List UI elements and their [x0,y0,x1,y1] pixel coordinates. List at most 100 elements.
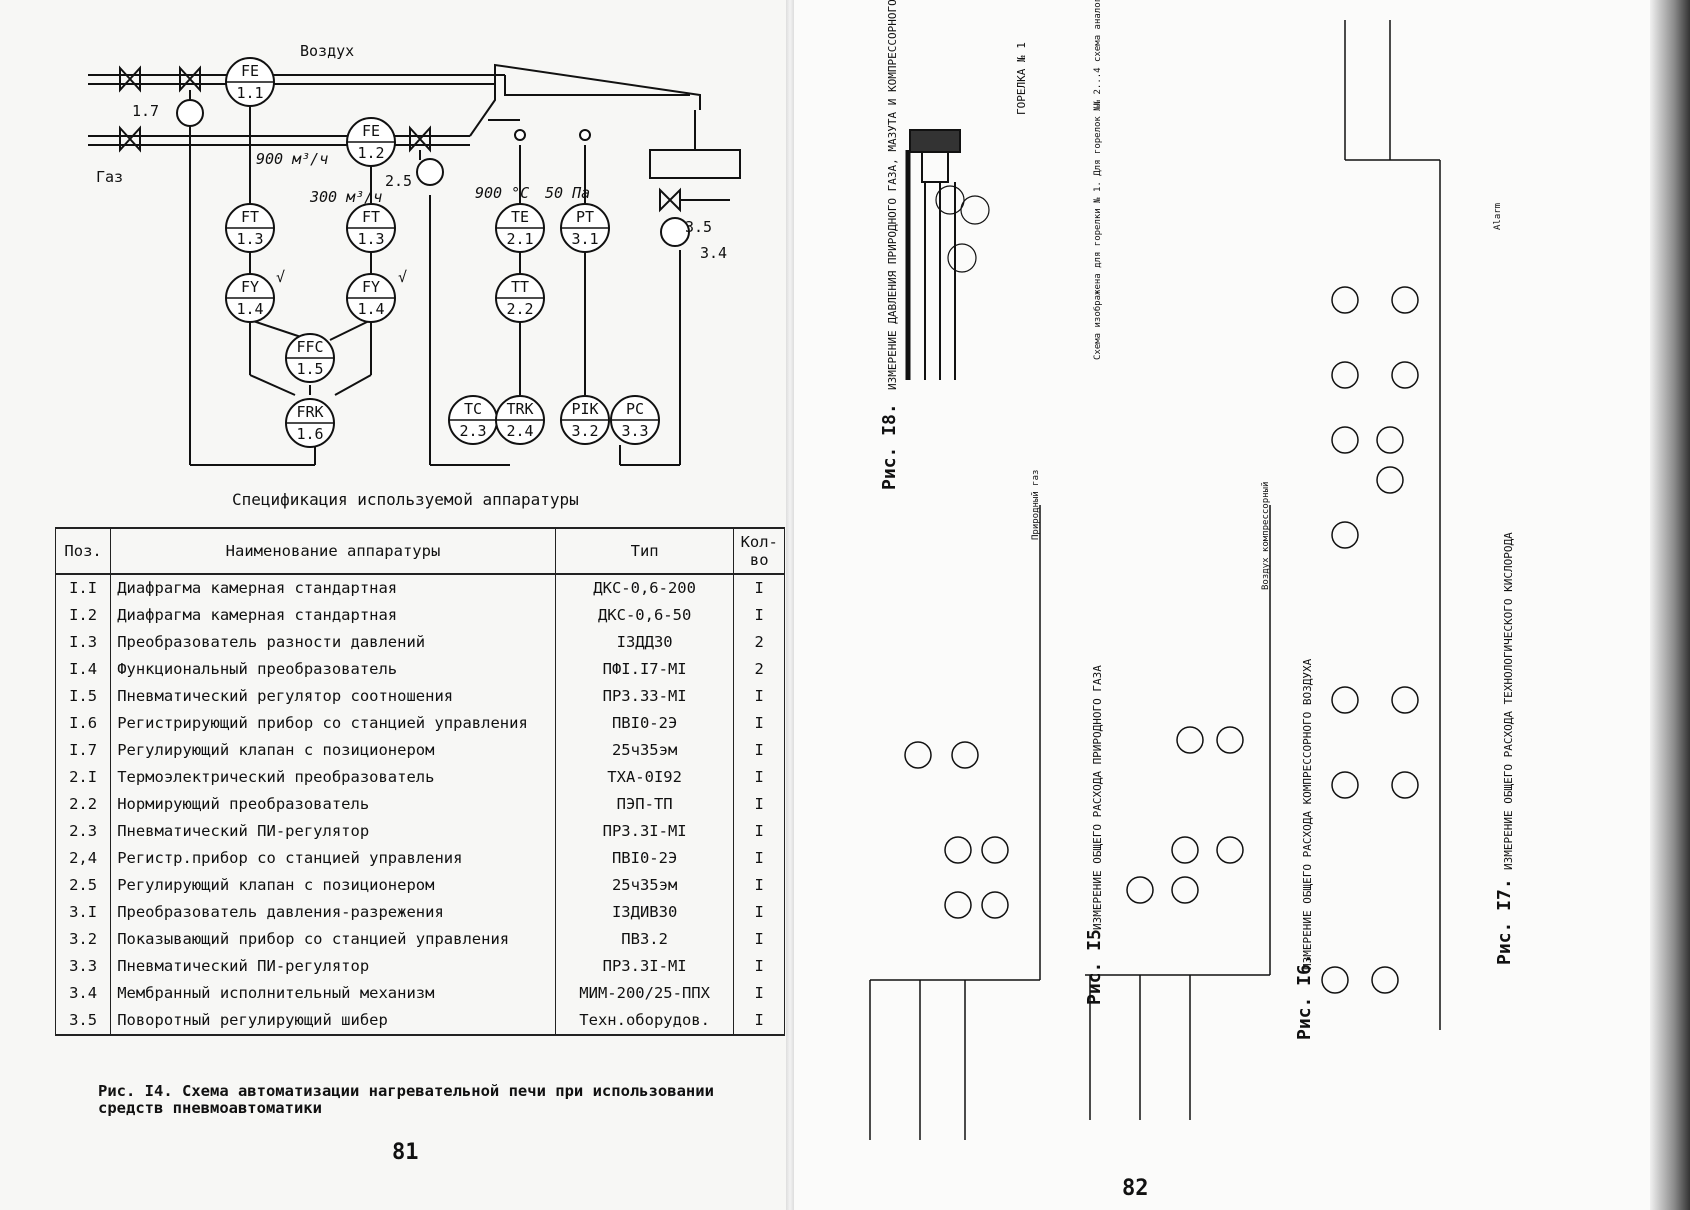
row-qty: I [733,791,785,818]
row-pos: 3.I [54,899,112,926]
sqrt-mark-a: √ [276,268,285,286]
row-type: ДКС-0,6-200 [554,574,735,602]
label-valve-17: 1.7 [132,102,159,120]
label-valve-25: 2.5 [385,172,412,190]
label-temp-900: 900 °С [475,184,529,202]
inst-tt22-num: 2.2 [506,300,533,318]
inst-fy14b-code: FY [362,278,380,296]
row-qty: I [733,845,785,872]
row-name: Регулирующий клапан с позиционером [110,872,556,899]
fig17-heading: ИЗМЕРЕНИЕ ОБЩЕГО РАСХОДА ТЕХНОЛОГИЧЕСКОГ… [1502,532,1515,870]
inst-pc33-code: PC [626,400,644,418]
spec-table: Поз. Наименование аппаратуры Тип Кол-во … [54,527,785,1036]
row-pos: 2.2 [54,791,112,818]
row-type: ПФI.I7-MI [554,656,735,683]
row-pos: 3.2 [54,926,112,953]
inst-fe11-num: 1.1 [236,84,263,102]
inst-ft13b-num: 1.3 [357,230,384,248]
fig18-heading: ИЗМЕРЕНИЕ ДАВЛЕНИЯ ПРИРОДНОГО ГАЗА, МАЗУ… [886,0,899,390]
fig18-title: Рис. I8. [879,403,900,490]
col-type: Тип [554,527,735,575]
row-qty: I [733,574,785,602]
fig16-line: Воздух компрессорный [1261,482,1271,590]
row-type: I3ДИВ30 [554,899,735,926]
row-type: ПР3.3I-MI [554,818,735,845]
inst-pc33-num: 3.3 [621,422,648,440]
inst-ffc15-num: 1.5 [296,360,323,378]
col-qty: Кол-во [733,527,785,575]
row-name: Показывающий прибор со станцией управлен… [110,926,556,953]
sqrt-mark-b: √ [398,268,407,286]
inst-fe12-code: FE [362,122,380,140]
row-qty: 2 [733,656,785,683]
row-name: Пневматический ПИ-регулятор [110,953,556,980]
inst-trk24-num: 2.4 [506,422,533,440]
inst-ft13a-num: 1.3 [236,230,263,248]
row-name: Преобразователь разности давлений [110,629,556,656]
fig15-title: Рис. I5 [1084,929,1105,1005]
fig15-heading: ИЗМЕРЕНИЕ ОБЩЕГО РАСХОДА ПРИРОДНОГО ГАЗА [1091,665,1104,930]
fig17-title: Рис. I7. [1494,878,1515,965]
row-name: Диафрагма камерная стандартная [110,602,556,629]
row-pos: I.5 [54,683,112,710]
inst-pt31-code: PT [576,208,594,226]
col-name: Наименование аппаратуры [110,527,556,575]
row-pos: 2,4 [54,845,112,872]
row-type: I3ДД30 [554,629,735,656]
row-name: Регулирующий клапан с позиционером [110,737,556,764]
inst-fy14b-num: 1.4 [357,300,384,318]
fig17-alarm: Alarm [1493,203,1503,230]
inst-tc23-num: 2.3 [459,422,486,440]
row-type: ПВ3.2 [554,926,735,953]
inst-ffc15-code: FFC [296,338,323,356]
col-pos: Поз. [54,527,112,575]
fig18-note: Схема изображена для горелки № 1. Для го… [1092,0,1103,360]
figure-caption-14: Рис. I4. Схема автоматизации нагреватель… [98,1082,714,1117]
inst-te21-num: 2.1 [506,230,533,248]
row-qty: I [733,602,785,629]
row-pos: I.3 [54,629,112,656]
inst-frk16-code: FRK [296,403,323,421]
furnace-automation-diagram: FE 1.1 FE 1.2 FT 1.3 FT 1.3 FY 1.4 FY 1.… [88,42,741,466]
inst-ft13b-code: FT [362,208,380,226]
page-number-right: 82 [1122,1176,1149,1201]
row-qty: I [733,899,785,926]
row-pos: I.I [54,574,112,602]
row-type: 25ч35эм [554,737,735,764]
row-type: Техн.оборудов. [554,1007,735,1036]
scan-edge [1650,0,1690,1210]
label-press-50: 50 Па [545,184,590,202]
row-pos: 3.3 [54,953,112,980]
row-type: ПЭП-ТП [554,791,735,818]
book-gutter [786,0,794,1210]
row-pos: 3.5 [54,1007,112,1036]
row-name: Регистр.прибор со станцией управления [110,845,556,872]
row-type: 25ч35эм [554,872,735,899]
right-page-diagrams: Рис. I8. ИЗМЕРЕНИЕ ДАВЛЕНИЯ ПРИРОДНОГО Г… [869,0,1515,1201]
row-qty: I [733,872,785,899]
row-qty: I [733,953,785,980]
row-type: ПР3.3I-MI [554,953,735,980]
row-qty: I [733,926,785,953]
row-type: МИМ-200/25-ППХ [554,980,735,1007]
row-pos: I.4 [54,656,112,683]
row-type: ПР3.33-MI [554,683,735,710]
inst-tc23-code: TC [464,400,482,418]
row-pos: 2.3 [54,818,112,845]
spec-table-header: Поз. Наименование аппаратуры Тип Кол-во [54,527,785,575]
fig18-burner: ГОРЕЛКА № 1 [1015,42,1028,115]
row-qty: I [733,980,785,1007]
row-qty: I [733,710,785,737]
page-number-left: 81 [392,1140,419,1165]
fig15-line: Природный газ [1031,470,1041,540]
row-name: Диафрагма камерная стандартная [110,574,556,602]
inst-pt31-num: 3.1 [571,230,598,248]
row-name: Преобразователь давления-разрежения [110,899,556,926]
